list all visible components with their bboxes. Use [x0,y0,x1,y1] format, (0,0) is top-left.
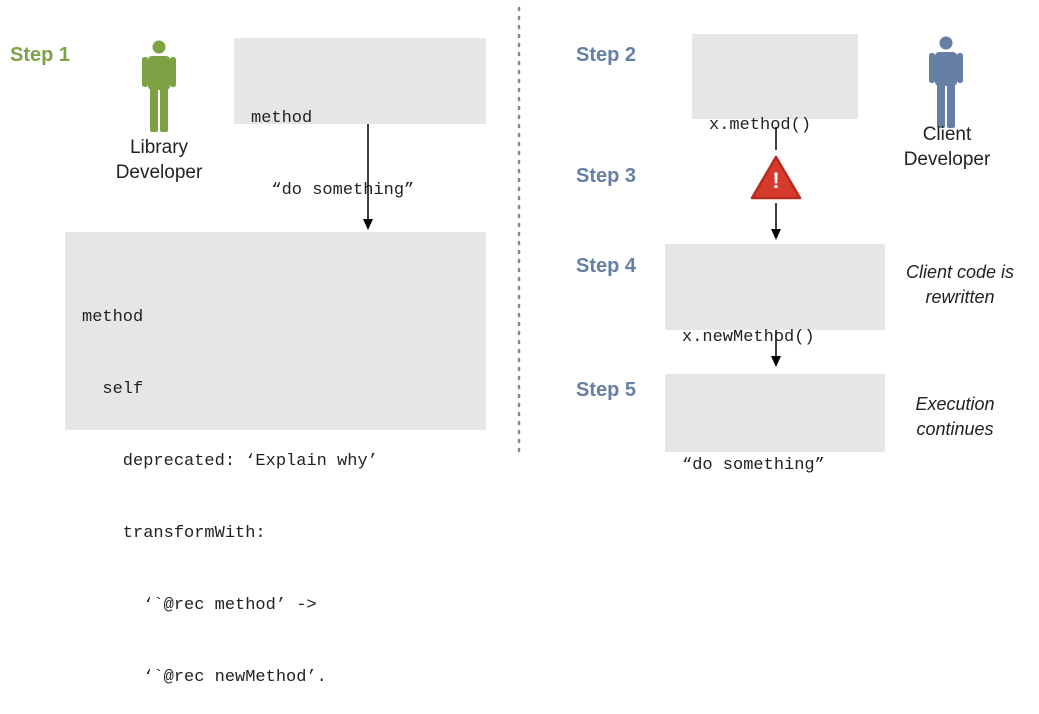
client-developer-label-line2: Developer [903,149,991,170]
code-line: method [251,109,313,128]
library-developer-label-line2: Developer [115,162,203,183]
step-3-label: Step 3 [576,165,637,187]
note-line: rewritten [925,287,995,307]
code-line: self [82,380,144,399]
new-call-code-box: x.newMethod() [665,244,885,347]
code-line: transformWith: [82,524,266,543]
library-developer-label-line1: Library [129,137,189,158]
step-2-label: Step 2 [576,44,637,66]
step-4-label: Step 4 [576,255,637,277]
note-line: continues [916,419,994,439]
step-1-label: Step 1 [10,44,71,66]
result-code-box: “do something” [665,374,885,475]
client-developer-label-line1: Client [922,124,972,145]
divider [517,6,521,454]
code-line: x.newMethod() [682,328,815,347]
code-line: “do something” [682,456,825,475]
step-connectors [771,127,781,367]
library-developer-person-icon [142,40,176,132]
code-line: method [82,308,144,327]
arrow-step1-down [363,124,373,230]
warning-triangle-icon [750,155,802,200]
client-code-rewritten-note: Client code is rewritten [895,260,1025,310]
code-line: “do something” [251,181,415,200]
old-call-code-box: x.method() [692,34,858,135]
execution-continues-note: Execution continues [895,392,1015,442]
note-line: Client code is [905,262,1015,282]
code-line: ‘`@rec method’ -> [82,596,317,615]
code-line: x.method() [709,116,812,135]
step-5-label: Step 5 [576,379,637,401]
client-developer-label: Client Developer [888,122,1006,172]
client-developer-person-icon [929,36,963,128]
note-line: Execution [915,394,995,414]
code-line: ‘`@rec newMethod’. [82,668,327,687]
original-method-code-box: method “do something” [234,38,486,200]
library-developer-label: Library Developer [100,135,218,185]
warning-mark: ! [772,168,780,193]
